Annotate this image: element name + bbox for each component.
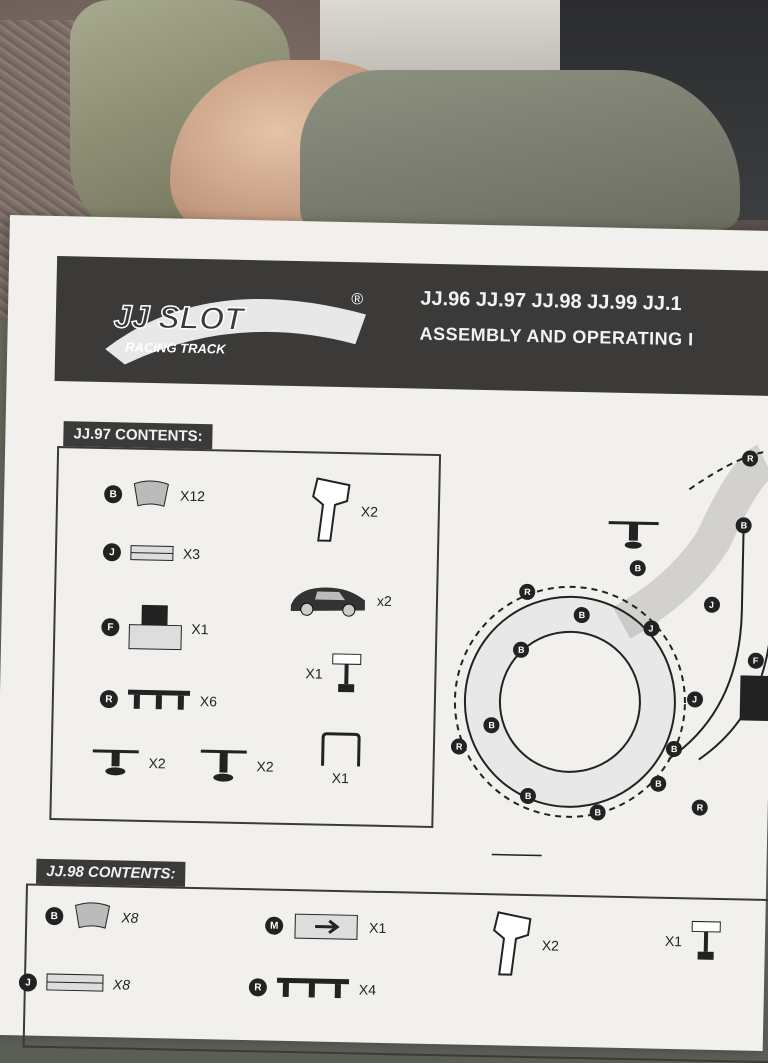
jj97-item-j-qty: X3	[182, 545, 201, 563]
jj97-item-b-letter: B	[103, 485, 123, 504]
jj98-item-r: R X4	[248, 975, 377, 1002]
jj97-item-r-letter: R	[99, 689, 119, 709]
diagram-label-r2: R	[456, 741, 463, 751]
shorts	[300, 70, 740, 230]
guardrail-icon	[276, 977, 350, 999]
instruction-sheet: JJ SLOT RACING TRACK ® JJ.96 JJ.97 JJ.98…	[0, 215, 768, 1063]
diagram-label-r4: R	[747, 453, 754, 463]
hand-controller-icon	[312, 477, 351, 542]
jj98-item-j-letter: J	[18, 973, 38, 992]
jj98-controller: X2	[489, 910, 560, 979]
support-stand-icon	[92, 749, 139, 776]
jj97-item-r: R X6	[99, 687, 218, 713]
jj98-item-b-letter: B	[45, 906, 64, 926]
diagram-label-b4: B	[741, 520, 748, 530]
jj97-title: JJ.97 CONTENTS:	[63, 421, 213, 450]
jj97-controller: X2	[308, 476, 379, 545]
curve-track-icon	[74, 902, 111, 929]
diagram-label-b6: B	[595, 807, 602, 817]
jj97-item-r-qty: X6	[199, 693, 218, 710]
diagram-label-f: F	[753, 656, 759, 666]
crossover-track-icon	[294, 913, 358, 940]
diagram-label-b2: B	[518, 645, 525, 655]
logo-text: JJ SLOT	[114, 298, 247, 337]
jj98-controller-qty: X2	[541, 937, 560, 954]
bridge-pillar-icon	[321, 732, 361, 767]
jj97-stand-1-qty: X2	[148, 755, 166, 772]
jj97-item-f-letter: F	[101, 618, 120, 637]
jj98-item-j-qty: X8	[112, 976, 131, 993]
diagram-label-b7: B	[655, 779, 662, 789]
registered-mark: ®	[351, 291, 363, 308]
diagram-label-b1: B	[579, 610, 586, 620]
jj97-item-f-qty: X1	[191, 620, 209, 638]
diagram-label-b9: B	[635, 563, 642, 573]
jj97-car-qty: x2	[376, 592, 392, 610]
jj98-lap-counter-qty: X1	[664, 932, 683, 950]
jj97-item-b-qty: X12	[179, 487, 206, 505]
jj97-item-j: J X3	[102, 542, 201, 564]
diagram-label-b3: B	[488, 720, 495, 730]
guardrail-icon	[127, 689, 191, 710]
model-numbers: JJ.96 JJ.97 JJ.98 JJ.99 JJ.1	[420, 287, 682, 316]
jj97-item-f: F X1	[101, 602, 209, 654]
lap-counter-icon	[691, 920, 721, 960]
jj97-item-b: B X12	[103, 479, 206, 511]
diagram-label-b5: B	[525, 791, 532, 801]
jj98-item-m: M X1	[264, 906, 387, 949]
jj98-title: JJ.98 CONTENTS:	[36, 858, 186, 887]
jj97-car: x2	[287, 581, 393, 619]
jj98-item-m-qty: X1	[368, 919, 387, 937]
hand-controller-icon	[493, 911, 532, 976]
jj98-item-r-letter: R	[248, 978, 268, 997]
jj97-lap-counter-qty: X1	[305, 665, 323, 682]
power-track-icon	[128, 604, 182, 651]
straight-track-icon	[46, 973, 104, 992]
header-subtitle: ASSEMBLY AND OPERATING I	[419, 323, 694, 350]
track-layout-diagram: R B B J B B B J F J B B B B R R R	[450, 444, 768, 858]
jj98-item-r-qty: X4	[358, 981, 377, 998]
jj98-item-b-qty: X8	[121, 909, 139, 926]
race-car-icon	[290, 587, 366, 617]
diagram-label-j2: J	[709, 600, 714, 610]
jj97-stand-2: X2	[198, 747, 274, 785]
header-bar: JJ SLOT RACING TRACK ® JJ.96 JJ.97 JJ.98…	[54, 255, 768, 397]
jj97-item-j-letter: J	[102, 543, 122, 562]
logo-subtext: RACING TRACK	[125, 339, 227, 356]
curve-track-icon	[133, 480, 169, 507]
jj98-lap-counter: X1	[664, 919, 722, 964]
jj98-item-j: J X8	[18, 970, 131, 996]
jj97-controller-qty: X2	[360, 503, 379, 520]
jj97-stand-1: X2	[90, 747, 166, 779]
diagram-label-r1: R	[524, 587, 531, 597]
lap-counter-icon	[332, 653, 362, 693]
jj97-pillar-qty: X1	[331, 769, 350, 787]
support-stand-tall-icon	[200, 749, 247, 782]
jj98-item-b: B X8	[45, 901, 139, 933]
diagram-label-j1: J	[648, 623, 653, 633]
diagram-label-b8: B	[671, 744, 678, 754]
jj97-lap-counter: X1	[305, 651, 363, 696]
jj97-pillar: X1	[318, 732, 363, 787]
straight-track-icon	[130, 545, 174, 561]
diagram-label-j3: J	[692, 694, 697, 704]
brand-logo: JJ SLOT RACING TRACK ®	[105, 291, 366, 365]
diagram-label-r3: R	[697, 803, 704, 813]
jj98-item-m-letter: M	[264, 916, 284, 935]
jj97-stand-2-qty: X2	[256, 758, 274, 775]
